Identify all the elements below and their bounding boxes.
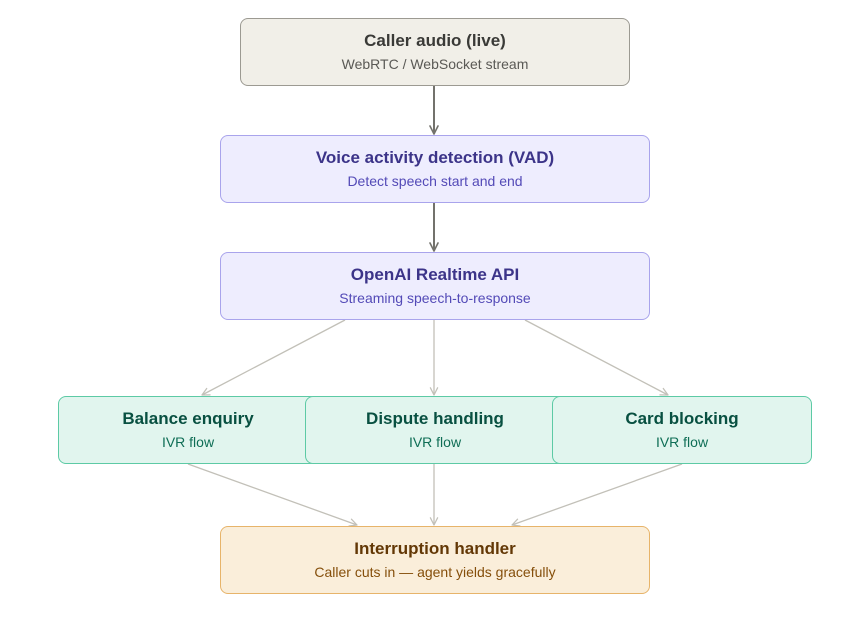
node-realtime-api: OpenAI Realtime API Streaming speech-to-…: [220, 252, 650, 320]
node-balance-enquiry: Balance enquiry IVR flow: [58, 396, 318, 464]
node-title: Card blocking: [625, 409, 739, 428]
node-subtitle: Caller cuts in — agent yields gracefully: [314, 564, 556, 580]
node-subtitle: Streaming speech-to-response: [339, 290, 531, 306]
edge-balance-to-interrupt: [187, 463, 358, 527]
node-interruption-handler: Interruption handler Caller cuts in — ag…: [220, 526, 650, 594]
node-card-blocking: Card blocking IVR flow: [552, 396, 812, 464]
node-subtitle: IVR flow: [655, 434, 709, 450]
edge-realtime-to-card: [524, 319, 669, 396]
node-title: OpenAI Realtime API: [350, 265, 520, 284]
node-subtitle: IVR flow: [408, 434, 462, 450]
node-caller-audio: Caller audio (live) WebRTC / WebSocket s…: [240, 18, 630, 86]
node-title: Dispute handling: [366, 409, 504, 428]
node-vad: Voice activity detection (VAD) Detect sp…: [220, 135, 650, 203]
node-subtitle: IVR flow: [161, 434, 215, 450]
node-title: Voice activity detection (VAD): [315, 148, 555, 167]
node-dispute-handling: Dispute handling IVR flow: [305, 396, 565, 464]
edge-card-to-interrupt: [511, 463, 683, 527]
node-subtitle: Detect speech start and end: [347, 173, 523, 189]
edge-realtime-to-balance: [201, 319, 346, 396]
node-subtitle: WebRTC / WebSocket stream: [341, 56, 529, 72]
node-title: Interruption handler: [354, 539, 516, 558]
node-title: Balance enquiry: [122, 409, 254, 428]
node-title: Caller audio (live): [364, 31, 506, 50]
